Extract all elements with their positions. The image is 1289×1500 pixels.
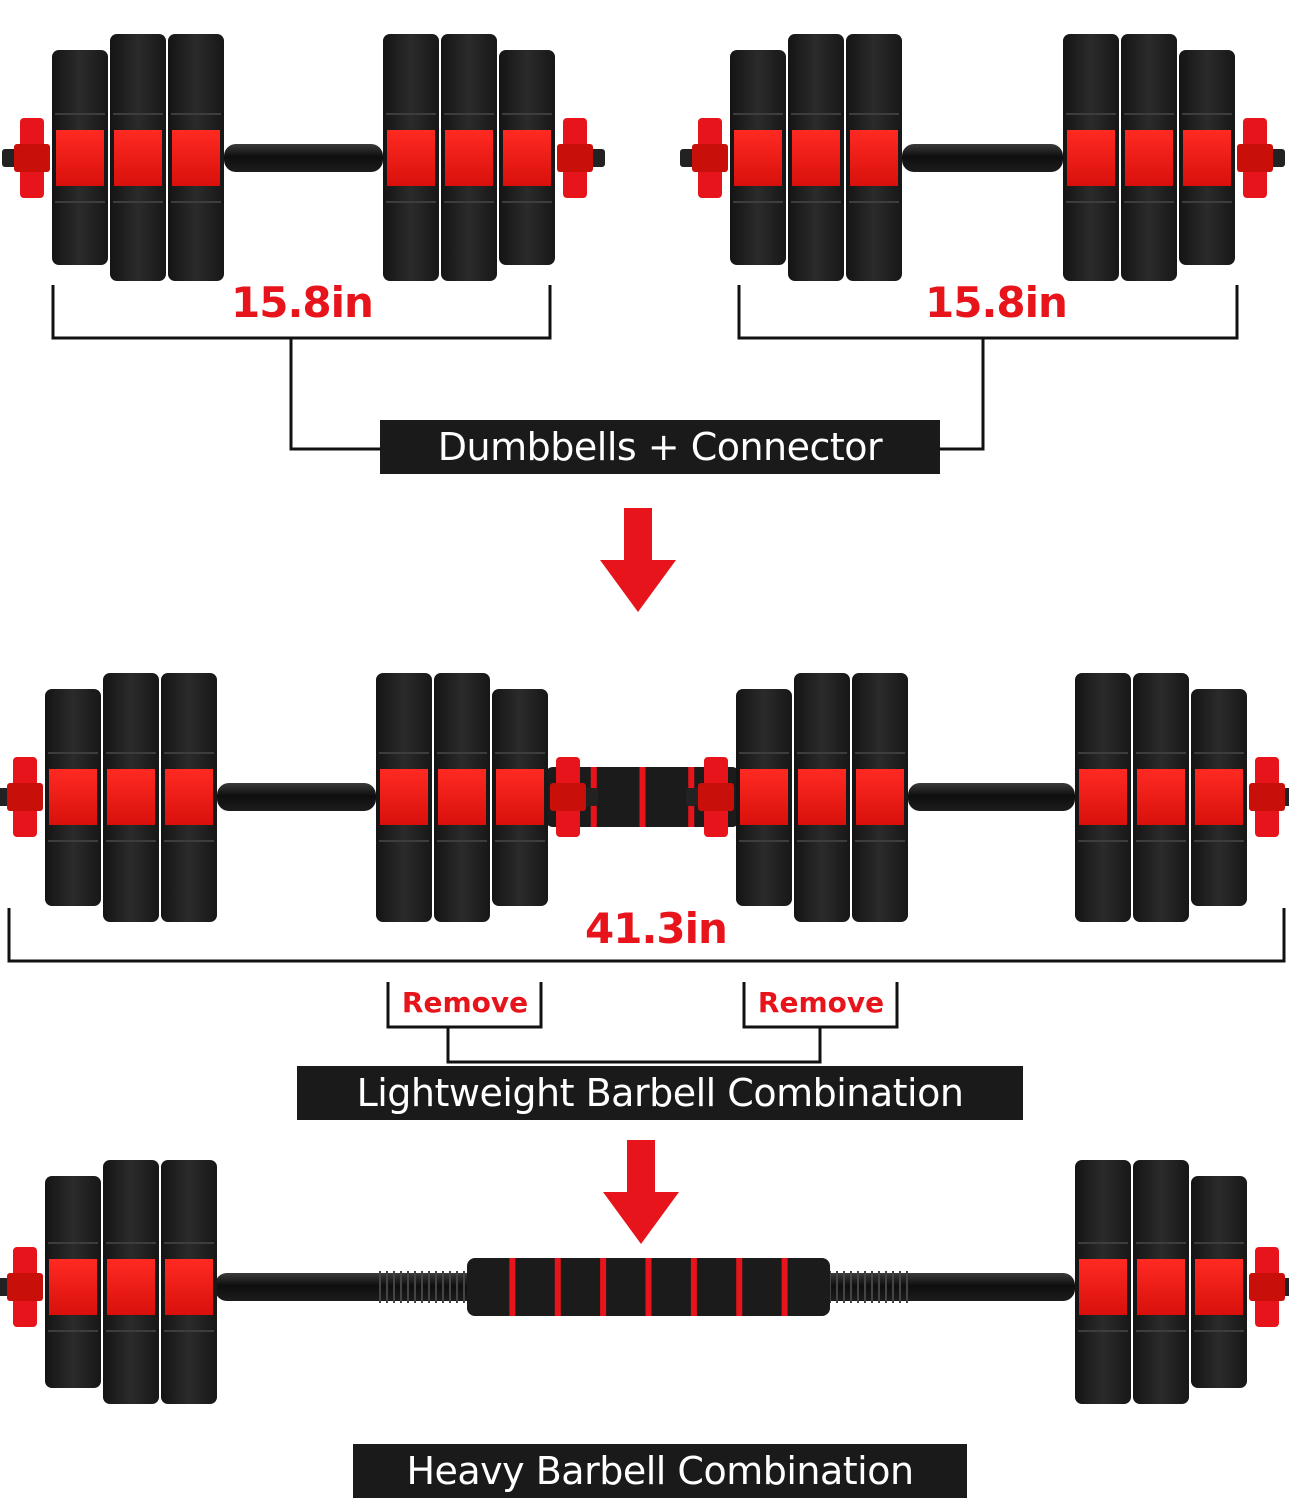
plate-red-insert [798,769,846,825]
plate-red-insert [1195,1259,1243,1315]
plate-red-insert [165,1259,213,1315]
plate-red-insert [740,769,788,825]
connector-ring [639,767,646,827]
dumbbell-handle [217,783,376,811]
left-dumbbell-length: 15.8in [231,278,374,327]
plate-red-insert [856,769,904,825]
plate-red-insert [387,130,435,186]
remove-label-left: Remove [401,986,529,1019]
plate-red-insert [165,769,213,825]
bracket-lines [7,285,1286,1064]
spin-lock-hub [1249,783,1285,811]
right-leader-line [940,338,985,451]
dumbbell-handle [224,144,383,172]
dumbbell-handle [902,144,1063,172]
plate-red-insert [56,130,104,186]
spin-lock-hub [7,783,43,811]
left-length-bracket [51,285,552,340]
lightweight-barbell-banner: Lightweight Barbell Combination [297,1066,1023,1120]
plate-red-insert [114,130,162,186]
spin-lock-hub [7,1273,43,1301]
remove-label-right: Remove [757,986,885,1019]
spin-lock-hub [14,144,50,172]
plate-red-insert [445,130,493,186]
step-arrows [600,508,679,1244]
dumbbells-connector-banner: Dumbbells + Connector [380,420,940,474]
connector-ring [736,1258,743,1316]
lightweight-barbell [0,673,1289,922]
plate-red-insert [1137,1259,1185,1315]
connector-ring [600,1258,607,1316]
heavy-barbell [0,1160,1289,1404]
spin-lock-hub [698,783,734,811]
plate-red-insert [496,769,544,825]
plate-red-insert [1079,1259,1127,1315]
plate-red-insert [503,130,551,186]
arrow-down-icon [600,560,676,612]
right-length-bracket [737,285,1239,340]
plate-red-insert [1125,130,1173,186]
arrow-down-icon [624,508,652,560]
plate-red-insert [1067,130,1115,186]
plate-red-insert [1183,130,1231,186]
connector-ring [690,1258,697,1316]
plate-red-insert [49,769,97,825]
spin-lock-hub [1237,144,1273,172]
plate-red-insert [1195,769,1243,825]
plate-red-insert [850,130,898,186]
left-leader-line [289,338,380,451]
dumbbell-handle [908,783,1075,811]
heavy-barbell-banner: Heavy Barbell Combination [353,1444,967,1498]
arrow-down-icon [603,1192,679,1244]
spin-lock-hub [1249,1273,1285,1301]
remove-join-line [446,1027,822,1064]
plate-red-insert [438,769,486,825]
barbell-length-bracket [7,908,1286,963]
spin-lock-hub [557,144,593,172]
connector-ring [554,1258,561,1316]
plate-red-insert [1079,769,1127,825]
barbell-length: 41.3in [576,904,736,954]
remove-left-bracket [386,982,543,1029]
plate-red-insert [734,130,782,186]
connector-ring [781,1258,788,1316]
connector-ring [509,1258,516,1316]
right-dumbbell-length: 15.8in [925,278,1068,327]
plate-red-insert [172,130,220,186]
plate-red-insert [1137,769,1185,825]
spin-lock-hub [692,144,728,172]
plate-red-insert [107,769,155,825]
plate-red-insert [380,769,428,825]
plate-red-insert [792,130,840,186]
plate-red-insert [49,1259,97,1315]
dumbbell-pair [2,34,1285,281]
plate-red-insert [107,1259,155,1315]
connector-ring [645,1258,652,1316]
arrow-down-icon [627,1140,655,1192]
spin-lock-hub [550,783,586,811]
